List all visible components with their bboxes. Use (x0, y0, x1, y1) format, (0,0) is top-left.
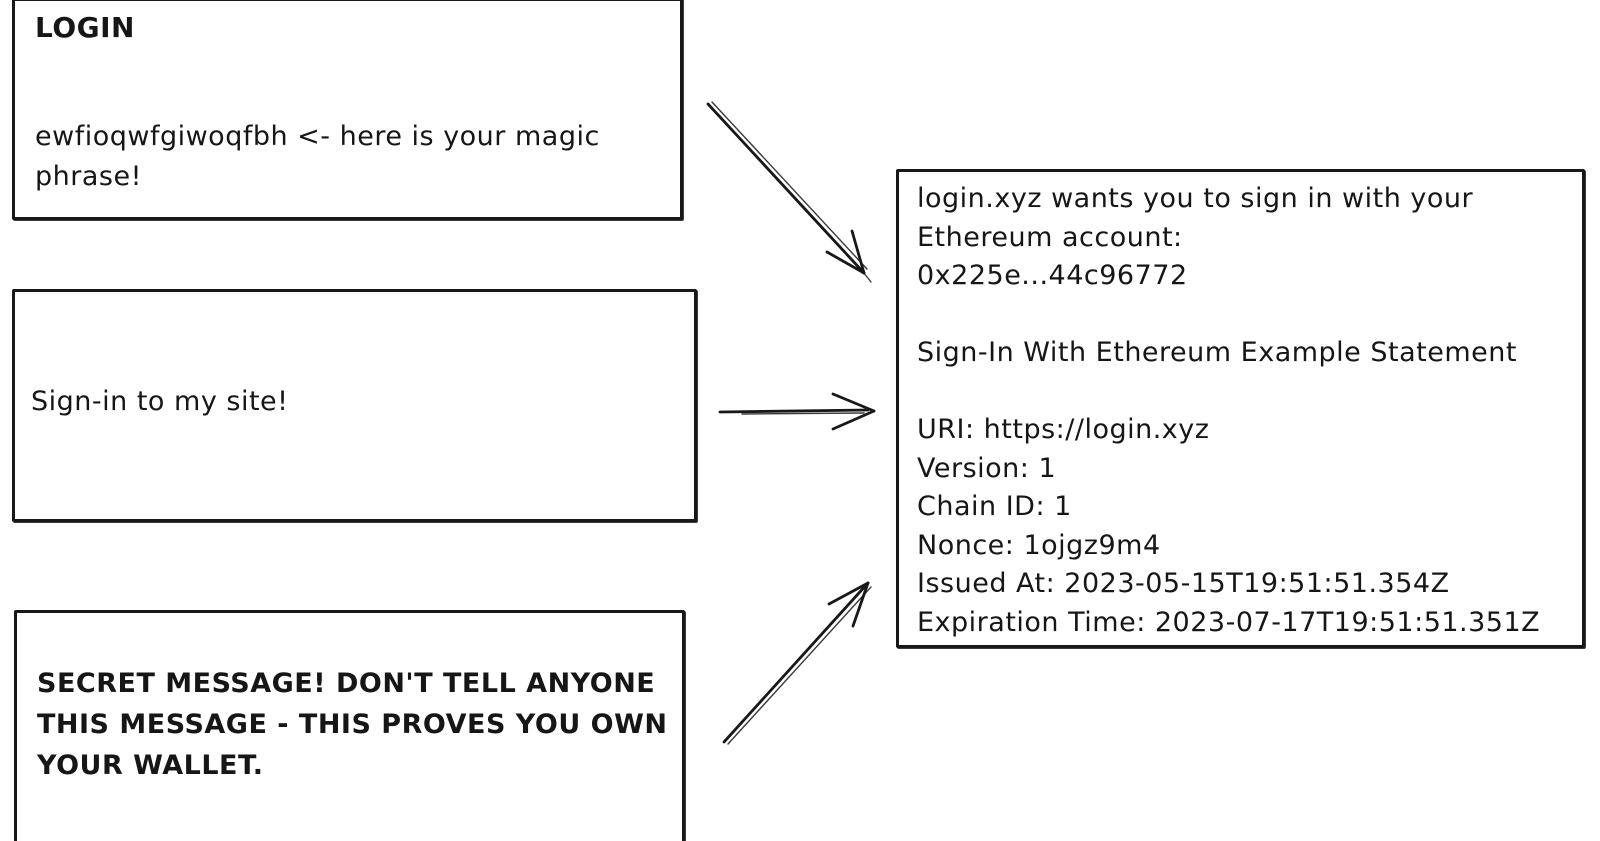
site-panel: Sign-in to my site! (12, 289, 697, 522)
siwe-message-text: login.xyz wants you to sign in with your… (917, 183, 1541, 638)
signin-prompt-text: Sign-in to my site! (31, 386, 289, 417)
secret-message-text: SECRET MESSAGE! DON'T TELL ANYONE THIS M… (37, 668, 668, 781)
siwe-message-panel: login.xyz wants you to sign in with your… (896, 169, 1585, 648)
site-to-message-arrow (718, 392, 876, 431)
login-panel-title: LOGIN (35, 11, 135, 44)
login-to-message-arrow (706, 101, 872, 283)
secret-panel: SECRET MESSAGE! DON'T TELL ANYONE THIS M… (14, 610, 685, 841)
secret-to-message-arrow (722, 581, 872, 745)
login-panel: LOGIN ewfioqwfgiwoqfbh <- here is your m… (12, 0, 683, 220)
magic-phrase-text: ewfioqwfgiwoqfbh <- here is your magic p… (35, 121, 600, 192)
